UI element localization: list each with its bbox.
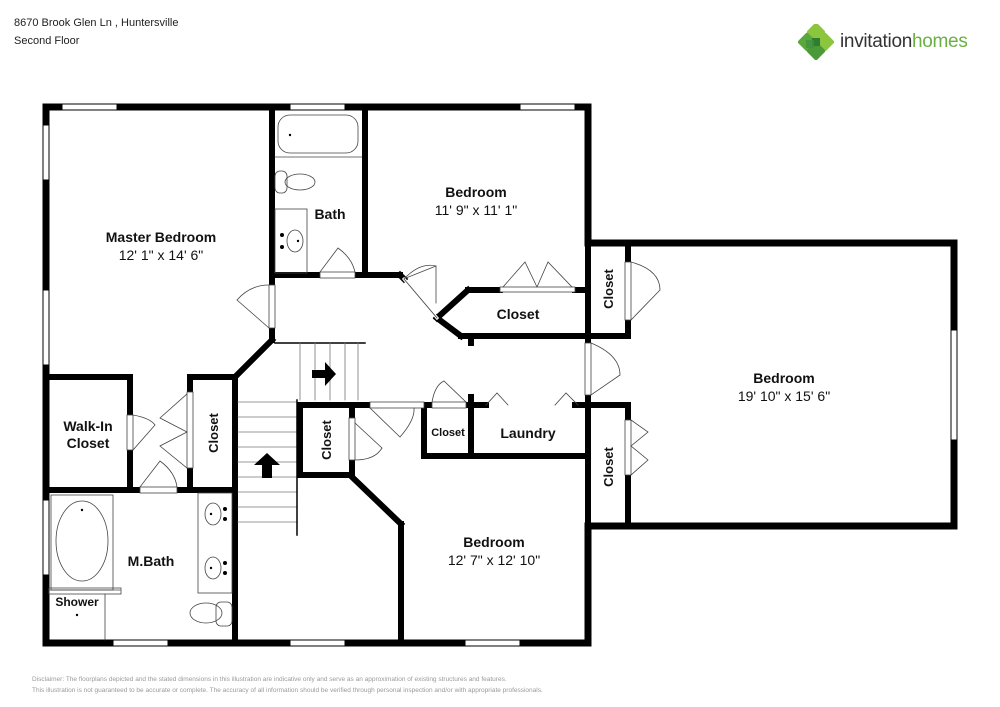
floor-label: Second Floor <box>14 35 80 47</box>
room-master-bedroom-name: Master Bedroom <box>106 229 216 245</box>
disclaimer-line1: Disclaimer: The floorplans depicted and … <box>32 676 507 683</box>
room-bedroom3-name: Bedroom <box>463 534 524 550</box>
room-bedroom1-dims: 11' 9" x 11' 1" <box>435 202 518 218</box>
arrow-right-icon <box>312 362 336 386</box>
room-walk-in-closet-line2: Closet <box>67 435 110 451</box>
brand-wordmark: invitationhomes <box>840 31 968 53</box>
stair-arrows <box>254 362 336 478</box>
room-bed1-closet-name: Closet <box>497 306 540 322</box>
room-closet-right-bottom-name: Closet <box>601 446 616 486</box>
disclaimer-line2: This illustration is not guaranteed to b… <box>32 687 543 694</box>
doors <box>126 247 661 494</box>
property-header: 8670 Brook Glen Ln , Huntersville Second… <box>14 14 178 50</box>
disclaimer: Disclaimer: The floorplans depicted and … <box>32 674 543 696</box>
room-bedroom2-dims: 19' 10" x 15' 6" <box>738 388 830 404</box>
windows <box>42 103 958 647</box>
brand-word-homes: homes <box>912 31 968 52</box>
room-master-bedroom-dims: 12' 1" x 14' 6" <box>119 247 204 263</box>
room-labels: Master Bedroom 12' 1" x 14' 6" Bath Bedr… <box>55 184 830 609</box>
arrow-up-icon <box>254 453 280 478</box>
room-closet-right-top-name: Closet <box>601 268 616 308</box>
fixtures <box>48 114 363 641</box>
room-walk-in-closet-line1: Walk-In <box>63 418 112 434</box>
room-bedroom1-name: Bedroom <box>445 184 506 200</box>
room-closet-hall-mid-name: Closet <box>319 419 334 459</box>
room-closet-hall-left-name: Closet <box>206 412 221 452</box>
room-shower-name: Shower <box>55 595 99 609</box>
address: 8670 Brook Glen Ln , Huntersville <box>14 17 179 29</box>
fixture-dots <box>75 133 300 617</box>
clover-logo-icon <box>798 24 834 60</box>
room-m-bath-name: M.Bath <box>128 553 175 569</box>
brand-word-invitation: invitation <box>840 31 912 52</box>
room-closet-small-name: Closet <box>431 427 465 439</box>
room-laundry-name: Laundry <box>500 425 555 441</box>
room-bath-name: Bath <box>314 206 345 222</box>
room-bedroom3-dims: 12' 7" x 12' 10" <box>448 552 540 568</box>
room-bedroom2-name: Bedroom <box>753 370 814 386</box>
brand-logo: invitationhomes <box>798 24 968 60</box>
interior-walls <box>46 107 631 646</box>
